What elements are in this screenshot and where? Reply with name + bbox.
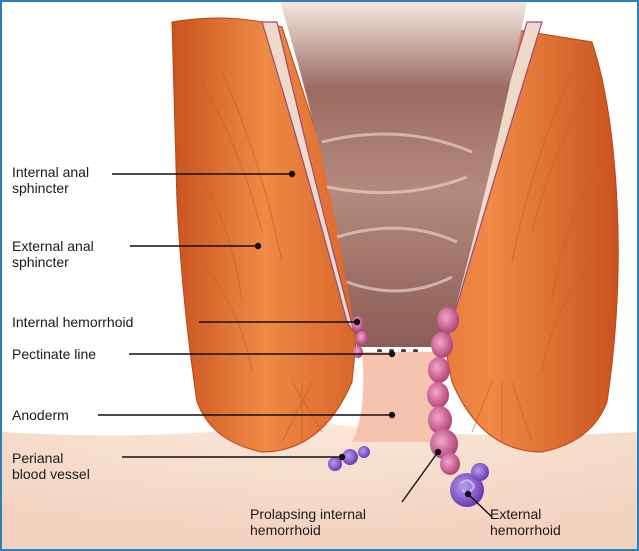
label-prolapsing-internal-hemorrhoid: Prolapsing internal hemorrhoid: [250, 506, 366, 538]
label-internal-anal-sphincter: Internal anal sphincter: [12, 164, 89, 196]
label-anoderm: Anoderm: [12, 407, 69, 423]
label-external-hemorrhoid: External hemorrhoid: [490, 506, 561, 538]
label-external-anal-sphincter: External anal sphincter: [12, 238, 94, 270]
label-internal-hemorrhoid: Internal hemorrhoid: [12, 314, 133, 330]
label-perianal-blood-vessel: Perianal blood vessel: [12, 450, 90, 482]
label-pectinate-line: Pectinate line: [12, 346, 96, 362]
